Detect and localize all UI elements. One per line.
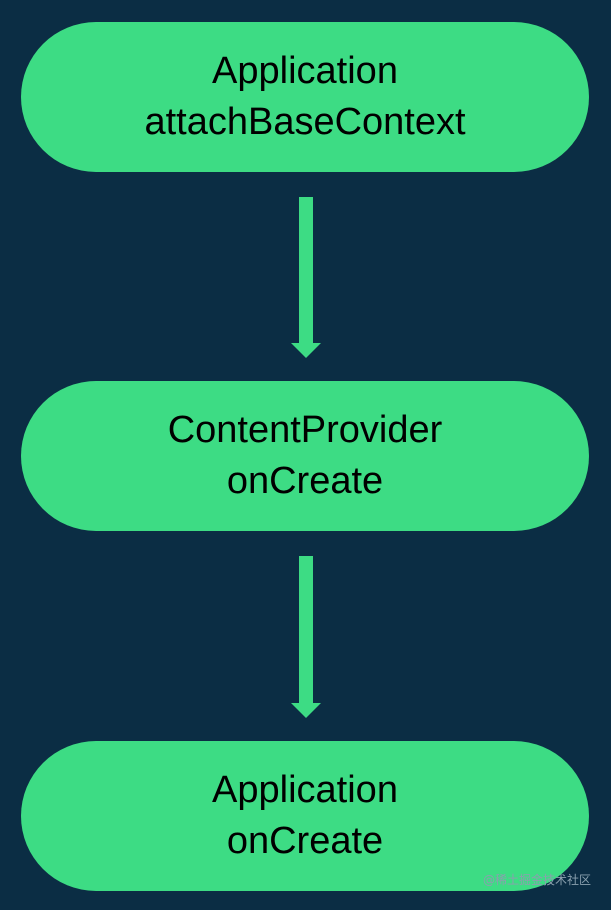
node-line-1: Application (212, 769, 398, 811)
node-application-attachbasecontext: Application attachBaseContext (21, 22, 589, 172)
node-line-1: ContentProvider (167, 409, 443, 451)
node-application-oncreate: Application onCreate (21, 741, 589, 891)
node-line-1: Application (212, 50, 398, 92)
node-contentprovider-oncreate: ContentProvider onCreate (21, 381, 589, 531)
node-line-2: onCreate (226, 820, 384, 862)
arrow-down-icon (291, 197, 321, 358)
node-line-2: attachBaseContext (144, 101, 466, 143)
arrow-down-icon (291, 556, 321, 718)
node-line-2: onCreate (226, 460, 384, 502)
watermark: @稀土掘金技术社区 (482, 873, 591, 887)
